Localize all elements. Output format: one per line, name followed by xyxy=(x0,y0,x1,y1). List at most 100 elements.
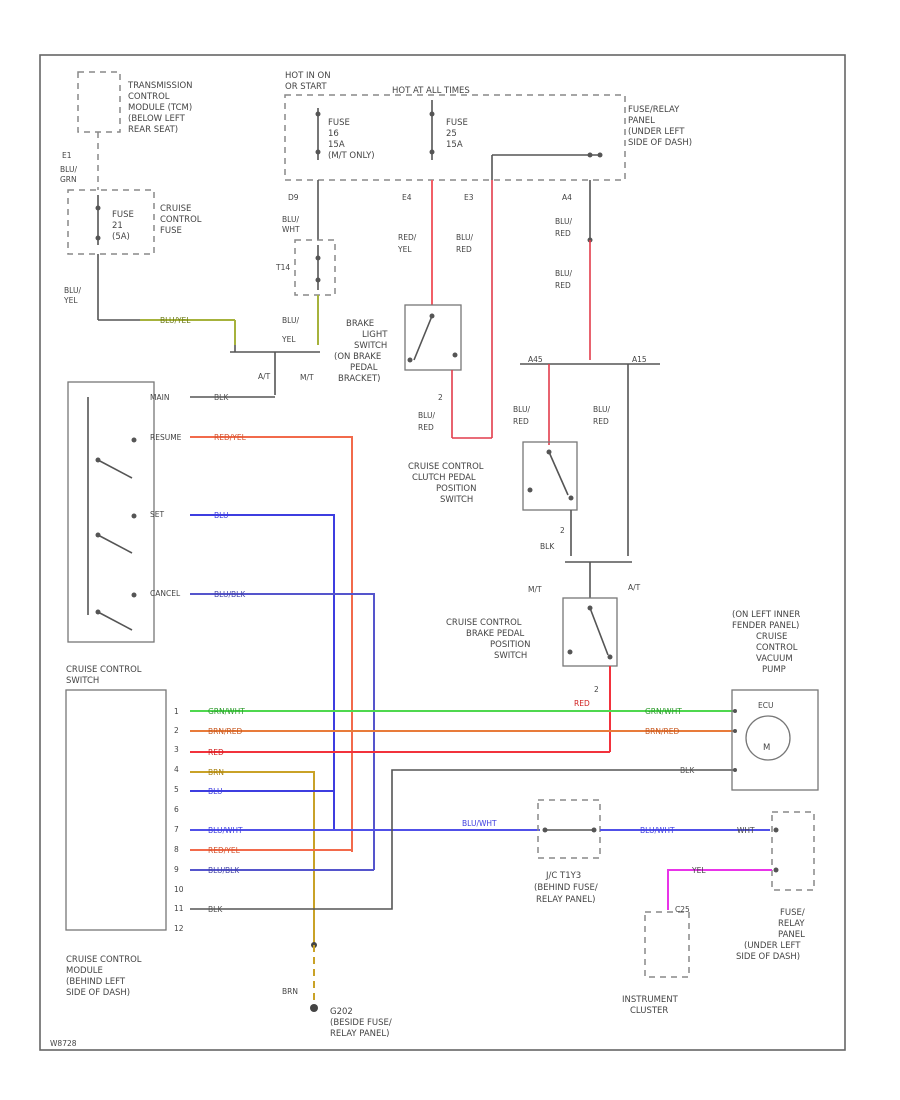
wire-label: YEL xyxy=(691,866,706,875)
wire-label: BLU/ xyxy=(593,405,610,414)
cc-module-box xyxy=(65,689,167,931)
cc-switch-pin: SET xyxy=(150,510,164,519)
cc-fuse-box xyxy=(67,189,155,255)
ground-label: G202 (BESIDE FUSE/ RELAY PANEL) xyxy=(330,1007,392,1039)
instrument-cluster-box xyxy=(644,911,690,978)
wire-label: BLU/ xyxy=(282,316,299,325)
cc-fuse-text: 21 xyxy=(112,221,123,231)
svg-text:(BELOW LEFT: (BELOW LEFT xyxy=(128,114,186,124)
svg-text:CRUISE: CRUISE xyxy=(756,632,787,642)
wire-label: GRN xyxy=(60,175,77,184)
vacuum-pump-box xyxy=(731,689,819,791)
cc-switch-pin: MAIN xyxy=(150,393,169,402)
wire-label: BLU/ xyxy=(60,165,77,174)
wire-label: BLU/WHT xyxy=(208,826,243,835)
cc-switch-label: SWITCH xyxy=(66,676,99,686)
wire-label: WHT xyxy=(737,826,755,835)
cc-fuse-text: (5A) xyxy=(112,232,130,242)
svg-text:FUSE/: FUSE/ xyxy=(780,908,805,918)
pin-label: 2 xyxy=(594,685,599,694)
svg-text:CONTROL: CONTROL xyxy=(756,643,798,653)
tcm-label: TRANSMISSION CONTROL MODULE (TCM) (BELOW… xyxy=(127,81,193,135)
instrument-cluster-label: CLUSTER xyxy=(630,1006,668,1016)
wire-label: RED xyxy=(418,423,434,432)
hot-in-on-label: OR START xyxy=(285,82,327,92)
svg-text:6: 6 xyxy=(174,805,179,814)
wire-label: RED/ xyxy=(398,233,417,242)
wire-label: BRN xyxy=(282,987,298,996)
at-label: A/T xyxy=(258,372,271,381)
svg-text:BRAKE PEDAL: BRAKE PEDAL xyxy=(466,629,525,639)
wire-label: BLU/BLK xyxy=(208,866,240,875)
fuse-left: 15A xyxy=(328,140,345,150)
svg-text:SIDE OF DASH): SIDE OF DASH) xyxy=(736,952,800,962)
svg-text:11: 11 xyxy=(174,904,184,913)
svg-text:(UNDER LEFT: (UNDER LEFT xyxy=(744,941,801,951)
svg-text:SWITCH: SWITCH xyxy=(440,495,473,505)
pin-label: T14 xyxy=(275,263,290,272)
svg-text:3: 3 xyxy=(174,745,179,754)
mt-label: M/T xyxy=(528,585,542,594)
svg-text:7: 7 xyxy=(174,825,179,834)
diagram-frame xyxy=(39,54,846,1051)
svg-text:CONTROL: CONTROL xyxy=(128,92,170,102)
wire-label: BRN/RED xyxy=(208,727,242,736)
svg-text:G202: G202 xyxy=(330,1007,353,1017)
wire-label: WHT xyxy=(282,225,300,234)
svg-text:VACUUM: VACUUM xyxy=(756,654,793,664)
svg-text:CRUISE CONTROL: CRUISE CONTROL xyxy=(408,462,484,472)
wire-label: BLU/ xyxy=(555,217,572,226)
cc-switch-pin: CANCEL xyxy=(150,589,181,598)
svg-text:5: 5 xyxy=(174,785,179,794)
jc-box xyxy=(537,799,601,859)
wire-label: RED xyxy=(456,245,472,254)
svg-text:PANEL: PANEL xyxy=(778,930,805,940)
svg-text:RELAY PANEL): RELAY PANEL) xyxy=(536,895,595,905)
svg-text:RELAY: RELAY xyxy=(778,919,805,929)
wire-label: RED/YEL xyxy=(208,846,241,855)
svg-text:TRANSMISSION: TRANSMISSION xyxy=(127,81,193,91)
fuse-relay-bottom-box xyxy=(771,811,815,891)
wire-label: BLU xyxy=(208,787,222,796)
fuse-left: FUSE xyxy=(328,118,350,128)
svg-text:MODULE: MODULE xyxy=(66,966,103,976)
svg-text:(BEHIND FUSE/: (BEHIND FUSE/ xyxy=(534,883,598,893)
svg-text:PUMP: PUMP xyxy=(762,665,786,675)
wire-label: BLU/WHT xyxy=(462,819,497,828)
fuse-right: 15A xyxy=(446,140,463,150)
cc-module-label: CRUISE CONTROL MODULE (BEHIND LEFT SIDE … xyxy=(66,955,142,998)
vacuum-pump-label: (ON LEFT INNER FENDER PANEL) CRUISE CONT… xyxy=(732,610,800,675)
svg-text:REAR SEAT): REAR SEAT) xyxy=(128,125,178,135)
wire-label: RED xyxy=(555,281,571,290)
instrument-cluster-label: INSTRUMENT xyxy=(622,995,679,1005)
wire-label: BLU/ xyxy=(282,215,299,224)
wire-label: BLU/WHT xyxy=(640,826,675,835)
wire-label: GRN/WHT xyxy=(645,707,682,716)
cc-fuse-label: CRUISE xyxy=(160,204,191,214)
wire-label: RED xyxy=(593,417,609,426)
svg-text:CRUISE CONTROL: CRUISE CONTROL xyxy=(446,618,522,628)
svg-text:12: 12 xyxy=(174,924,184,933)
svg-text:CLUTCH PEDAL: CLUTCH PEDAL xyxy=(412,473,476,483)
pin-label: C25 xyxy=(675,905,690,914)
svg-text:J/C T1Y3: J/C T1Y3 xyxy=(545,871,581,881)
cc-fuse-label: FUSE xyxy=(160,226,182,236)
pin-label: 2 xyxy=(438,393,443,402)
wire-label: BLK xyxy=(208,905,223,914)
svg-text:POSITION: POSITION xyxy=(490,640,530,650)
splice-label: A45 xyxy=(528,355,543,364)
cc-fuse-text: FUSE xyxy=(112,210,134,220)
pin-label: D9 xyxy=(288,193,299,202)
t14-connector xyxy=(294,239,336,296)
svg-text:BRACKET): BRACKET) xyxy=(338,374,380,384)
hot-in-on-label: HOT IN ON xyxy=(285,71,331,81)
fuse-relay-top-label: SIDE OF DASH) xyxy=(628,138,692,148)
tcm-pin: E1 xyxy=(62,151,72,160)
at-label: A/T xyxy=(628,583,641,592)
cc-switch-pin: RESUME xyxy=(150,433,182,442)
watermark-label: W8728 xyxy=(50,1039,77,1048)
wire-label: BLU/ xyxy=(64,286,81,295)
svg-text:FENDER PANEL): FENDER PANEL) xyxy=(732,621,799,631)
pump-motor: M xyxy=(763,743,770,753)
svg-text:PEDAL: PEDAL xyxy=(350,363,378,373)
